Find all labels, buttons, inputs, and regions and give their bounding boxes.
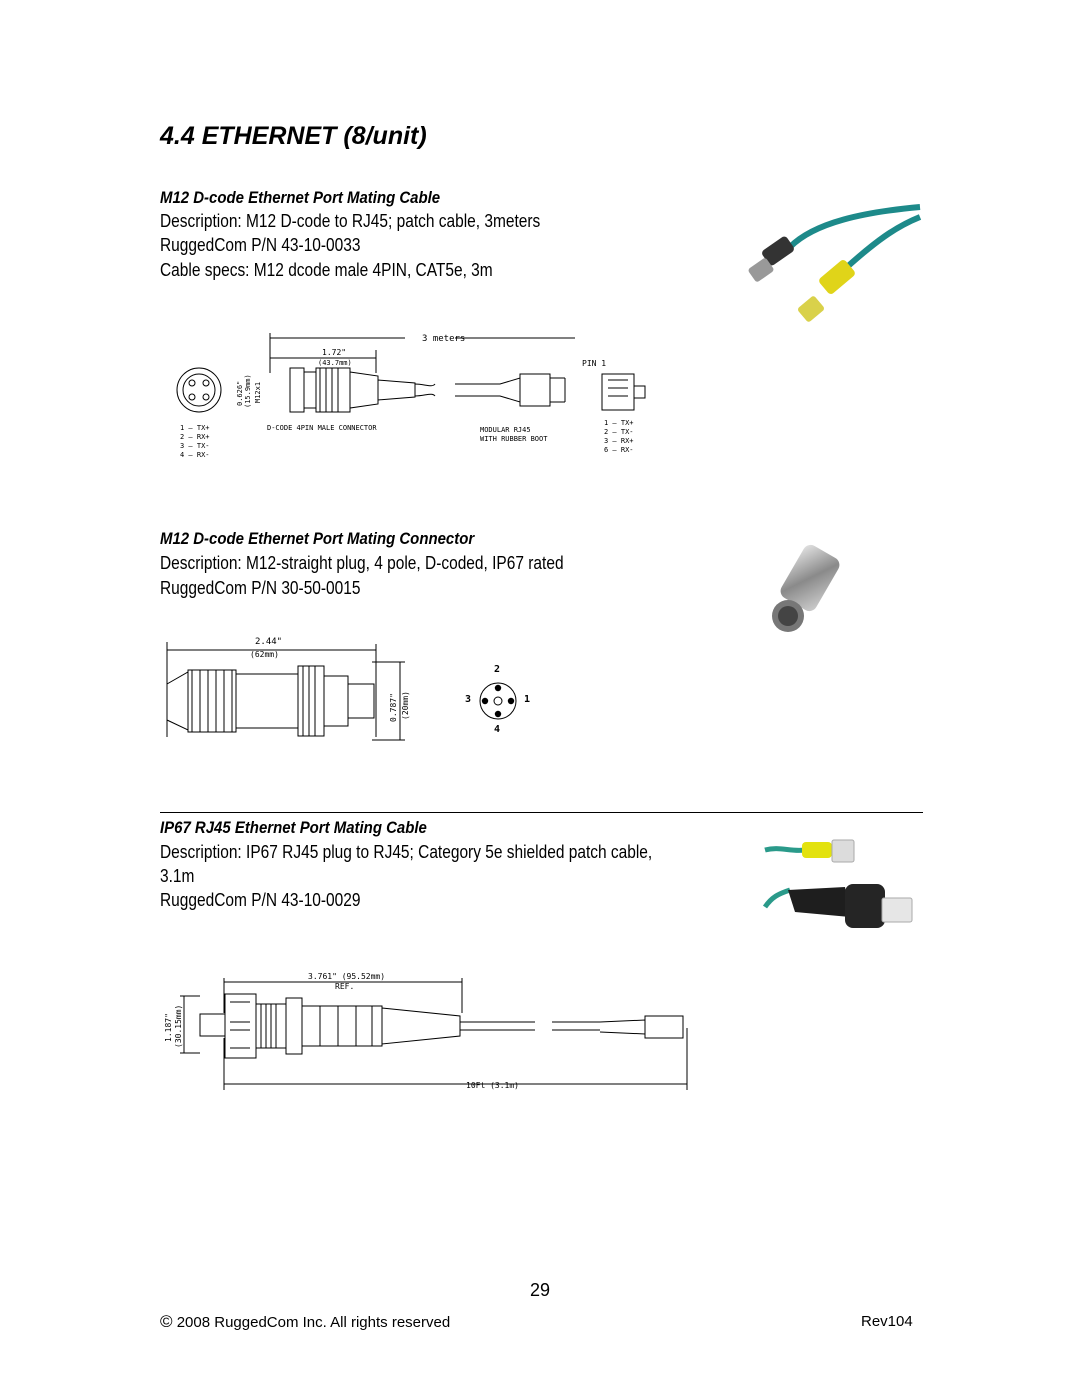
- copyright-symbol: ©: [160, 1312, 173, 1331]
- diagram-label: WITH RUBBER BOOT: [480, 435, 548, 443]
- section-divider: [160, 812, 923, 813]
- m12-connector-drawing: 2.44" (62mm) 0.787" (20mm) 2 3 1 4: [166, 637, 530, 741]
- section-line: Cable specs: M12 dcode male 4PIN, CAT5e,…: [160, 260, 493, 280]
- m12-connector-photo: [772, 544, 840, 632]
- m12-cable-drawing: 3 meters 1.72" (43.7mm) PIN 1 D-CODE 4PI…: [176, 333, 646, 459]
- diagram-label: REF.: [335, 982, 354, 991]
- page-heading: 4.4 ETHERNET (8/unit): [160, 122, 427, 150]
- diagram-label: PIN 1: [582, 359, 606, 368]
- section-line: RuggedCom P/N 43-10-0029: [160, 890, 361, 910]
- pin-number: 3: [465, 694, 471, 705]
- section-line: RuggedCom P/N 30-50-0015: [160, 578, 361, 598]
- diagram-label: (15.9mm): [244, 374, 252, 408]
- diagram-label: 0.626": [236, 381, 244, 406]
- m12-cable-photo: [748, 204, 922, 322]
- copyright-line: © 2008 RuggedCom Inc. All rights reserve…: [160, 1312, 450, 1332]
- pin-label: 1 — TX+: [180, 424, 210, 432]
- pin-number: 1: [524, 694, 530, 705]
- diagram-label: (20mm): [401, 691, 410, 720]
- pin-label: 3 — TX-: [180, 442, 210, 450]
- pin-number: 2: [494, 664, 500, 675]
- diagram-label: 2.44": [255, 637, 282, 647]
- section-line: Description: M12 D-code to RJ45; patch c…: [160, 211, 541, 231]
- revision-label: Rev104: [861, 1313, 913, 1330]
- section-line: RuggedCom P/N 43-10-0033: [160, 235, 361, 255]
- diagram-label: 10Ft (3.1m): [466, 1081, 519, 1090]
- diagram-label: (62mm): [250, 650, 279, 659]
- diagram-label: (30.15mm): [174, 1005, 183, 1048]
- diagram-label: (43.7mm): [318, 359, 352, 367]
- ip67-cable-photo: [762, 839, 913, 928]
- pin-label: 3 — RX+: [604, 437, 634, 445]
- diagram-label: D-CODE 4PIN MALE CONNECTOR: [267, 424, 377, 432]
- diagram-label: 1.187": [164, 1013, 173, 1042]
- diagram-label: MODULAR RJ45: [480, 426, 531, 434]
- pin-label: 1 — TX+: [604, 419, 634, 427]
- copyright-text: 2008 RuggedCom Inc. All rights reserved: [176, 1314, 451, 1331]
- section-line: Description: IP67 RJ45 plug to RJ45; Cat…: [160, 842, 653, 862]
- diagram-label: 1.72": [322, 348, 346, 357]
- page-number: 29: [530, 1280, 551, 1300]
- diagram-label: M12x1: [254, 382, 262, 403]
- pin-label: 4 — RX-: [180, 451, 210, 459]
- section-title-m12-connector: M12 D-code Ethernet Port Mating Connecto…: [160, 529, 475, 548]
- section-title-m12-cable: M12 D-code Ethernet Port Mating Cable: [160, 188, 441, 207]
- ip67-cable-drawing: 3.761" (95.52mm) REF. 10Ft (3.1m) 1.187"…: [164, 972, 688, 1090]
- section-title-ip67-cable: IP67 RJ45 Ethernet Port Mating Cable: [160, 818, 427, 837]
- pin-label: 2 — TX-: [604, 428, 634, 436]
- section-line: Description: M12-straight plug, 4 pole, …: [160, 553, 564, 573]
- diagram-label: 0.787": [389, 693, 398, 722]
- pin-label: 6 — RX-: [604, 446, 634, 454]
- diagram-label: 3 meters: [422, 334, 465, 344]
- pin-label: 2 — RX+: [180, 433, 210, 441]
- section-line: 3.1m: [160, 866, 195, 886]
- pin-number: 4: [494, 724, 500, 735]
- diagram-label: 3.761" (95.52mm): [308, 972, 385, 981]
